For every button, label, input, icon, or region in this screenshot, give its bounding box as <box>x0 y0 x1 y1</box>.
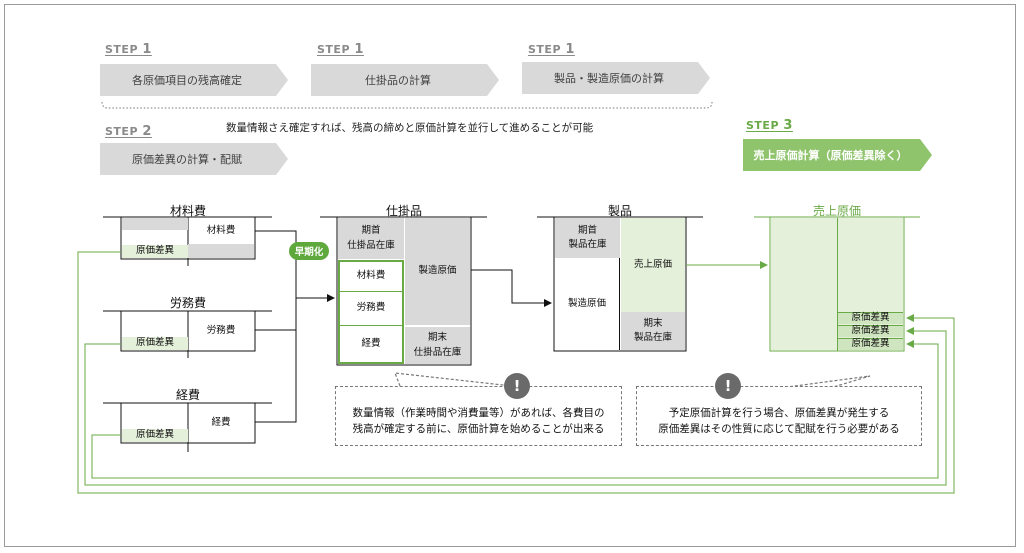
step1-label-materials: STEP 1 <box>105 42 152 57</box>
outer-frame <box>4 4 1016 547</box>
step3-label: STEP 3 <box>746 118 793 133</box>
wip-material-cell: 材料費 <box>340 262 402 292</box>
step2-chevron: 原価差異の計算・配賦 <box>100 143 288 175</box>
step3-chevron: 売上原価計算（原価差異除く） <box>743 139 932 171</box>
parallel-note: 数量情報さえ確定すれば、残高の締めと原価計算を並行して進めることが可能 <box>226 122 594 134</box>
wip-early-group <box>338 260 404 364</box>
product-cost-cell: 製造原価 <box>555 258 620 350</box>
expense-account-title: 経費 <box>175 388 200 402</box>
warning-icon: ! <box>715 373 741 399</box>
step2-label: STEP 2 <box>105 124 152 139</box>
step1-chevron-wip: 仕掛品の計算 <box>311 64 499 96</box>
cogs-variance-1: 原価差異 <box>838 312 903 324</box>
expense-variance-cell: 原価差異 <box>122 429 188 442</box>
product-cogs-cell: 売上原価 <box>621 218 685 312</box>
material-account-title: 材料費 <box>169 204 206 218</box>
material-credit-gray <box>188 244 254 258</box>
cogs-variance-2: 原価差異 <box>838 325 903 337</box>
callout-variance: 予定原価計算を行う場合、原価差異が発生する 原価差異はその性質に応じて配賦を行う… <box>636 386 922 446</box>
wip-expense-cell: 経費 <box>361 337 381 349</box>
labor-account-title: 労務費 <box>169 296 206 310</box>
material-variance-cell: 原価差異 <box>122 245 188 258</box>
step1-chevron-product: 製品・製造原価の計算 <box>522 62 710 94</box>
warning-icon: ! <box>504 373 530 399</box>
cogs-divider <box>837 218 838 351</box>
wip-labor-cell: 労務費 <box>340 292 402 326</box>
cogs-account-title: 売上原価 <box>812 204 861 218</box>
wip-closing-cell: 期末 仕掛品在庫 <box>405 326 470 364</box>
wip-account-title: 仕掛品 <box>385 204 422 218</box>
labor-credit-cell: 労務費 <box>206 324 236 336</box>
product-account-title: 製品 <box>607 204 632 218</box>
step1-chevron-balance: 各原価項目の残高確定 <box>100 64 288 96</box>
wip-opening-cell: 期首 仕掛品在庫 <box>338 218 404 259</box>
product-closing-cell: 期末 製品在庫 <box>621 312 685 350</box>
material-debit-top <box>122 218 188 230</box>
callout-early-start: 数量情報（作業時間や消費量等）があれば、各費目の 残高が確定する前に、原価計算を… <box>335 386 622 446</box>
expense-credit-cell: 経費 <box>211 416 231 428</box>
wip-cost-cell: 製造原価 <box>405 218 470 325</box>
product-opening-cell: 期首 製品在庫 <box>555 218 620 258</box>
early-badge: 早期化 <box>289 242 329 260</box>
cogs-variance-3: 原価差異 <box>838 338 903 350</box>
material-credit-cell: 材料費 <box>206 224 236 236</box>
labor-variance-cell: 原価差異 <box>122 337 188 350</box>
step1-label-product: STEP 1 <box>528 42 575 57</box>
step1-label-wip: STEP 1 <box>317 42 364 57</box>
